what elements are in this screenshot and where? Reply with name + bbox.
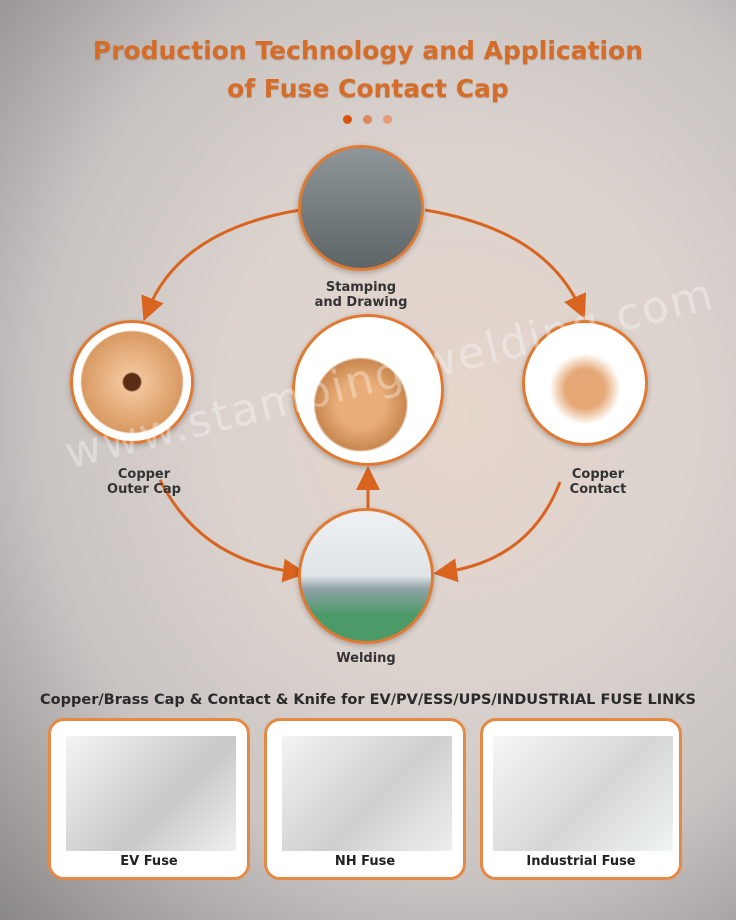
industrial-fuse-card: Industrial Fuse xyxy=(480,718,682,880)
title-line-2: of Fuse Contact Cap xyxy=(227,74,509,103)
nh-fuse-image xyxy=(282,736,452,851)
industrial-fuse-label: Industrial Fuse xyxy=(526,854,636,869)
nh-fuse-card: NH Fuse xyxy=(264,718,466,880)
decor-dot xyxy=(383,115,392,124)
contact-cap-image xyxy=(292,314,444,466)
applications-heading: Copper/Brass Cap & Contact & Knife for E… xyxy=(40,692,696,708)
decor-dot xyxy=(343,115,352,124)
welding-label: Welding xyxy=(336,651,396,666)
outer-cap-image xyxy=(70,320,194,444)
title-line-1: Production Technology and Application xyxy=(92,36,644,65)
stamping-image xyxy=(298,145,424,271)
copper-contact-label: Copper Contact xyxy=(569,467,627,497)
industrial-fuse-image xyxy=(493,736,673,851)
ev-fuse-image xyxy=(66,736,236,851)
welding-image xyxy=(298,508,434,644)
stamping-label: Stamping and Drawing xyxy=(314,280,408,310)
outer-cap-label: Copper Outer Cap xyxy=(107,467,181,497)
ev-fuse-label: EV Fuse xyxy=(120,854,178,869)
ev-fuse-card: EV Fuse xyxy=(48,718,250,880)
copper-contact-image xyxy=(522,320,648,446)
nh-fuse-label: NH Fuse xyxy=(334,854,396,869)
decor-dot xyxy=(363,115,372,124)
